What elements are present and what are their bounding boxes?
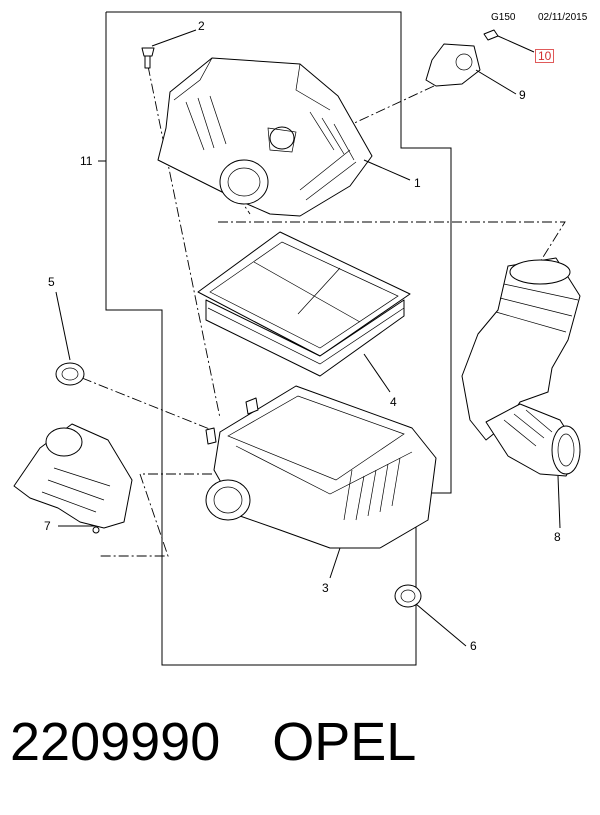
leader-line-1 [363,159,411,181]
callout-8: 8 [554,530,561,544]
callout-6: 6 [470,639,477,653]
mass-airflow-sensor-part [425,43,481,87]
assembly-line-screw [147,65,221,419]
leader-line-10 [497,35,535,53]
leader-line-3 [329,547,341,579]
leader-line-4 [363,353,391,393]
callout-3: 3 [322,581,329,595]
lower-housing-part [205,385,437,549]
leader-line-2 [151,29,197,47]
callout-9: 9 [519,88,526,102]
intake-hose-part [461,257,581,477]
grommet-part-6 [394,584,422,608]
diagram-code: G150 [491,12,516,23]
callout-11: 11 [80,154,93,168]
assembly-line-resonator [100,473,212,557]
upper-cover-part [157,57,373,217]
callout-5: 5 [48,275,55,289]
callout-1: 1 [414,176,421,190]
sensor-screw-part [483,29,499,41]
grommet-part-5 [55,362,85,386]
assembly-line-grommet [81,377,213,431]
callout-2: 2 [198,19,205,33]
callout-10-highlighted[interactable]: 10 [535,49,555,63]
part-number: 2209990 [10,712,221,772]
leader-line-6 [415,603,467,647]
brand-name: OPEL [272,712,417,772]
leader-line-5 [55,291,71,361]
callout-7: 7 [44,519,51,533]
callout-4: 4 [390,395,397,409]
resonator-part [13,423,133,534]
diagram-date: 02/11/2015 [538,12,588,23]
leader-line-8 [557,475,561,529]
screw-part [141,47,155,69]
exploded-view-diagram [13,11,581,666]
filter-element-part [197,231,411,377]
leader-line-9 [475,69,517,95]
footer: 2209990 OPEL [10,712,590,792]
assembly-line-hose [218,221,566,263]
